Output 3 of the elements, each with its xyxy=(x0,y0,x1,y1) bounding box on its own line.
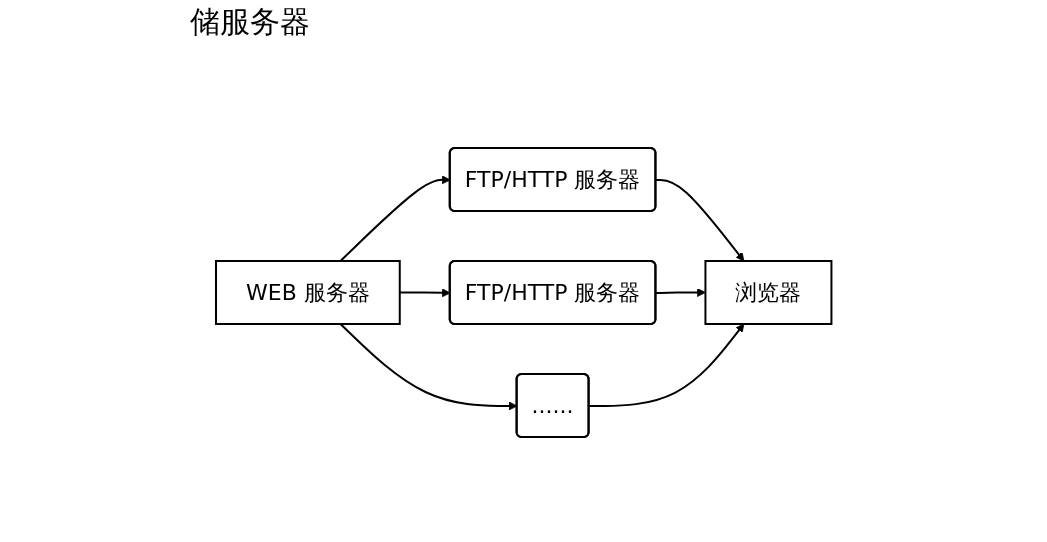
node-box: 浏览器 xyxy=(704,260,833,325)
node-box: WEB 服务器 xyxy=(214,260,401,325)
note-text: 储服务器 xyxy=(190,3,310,41)
